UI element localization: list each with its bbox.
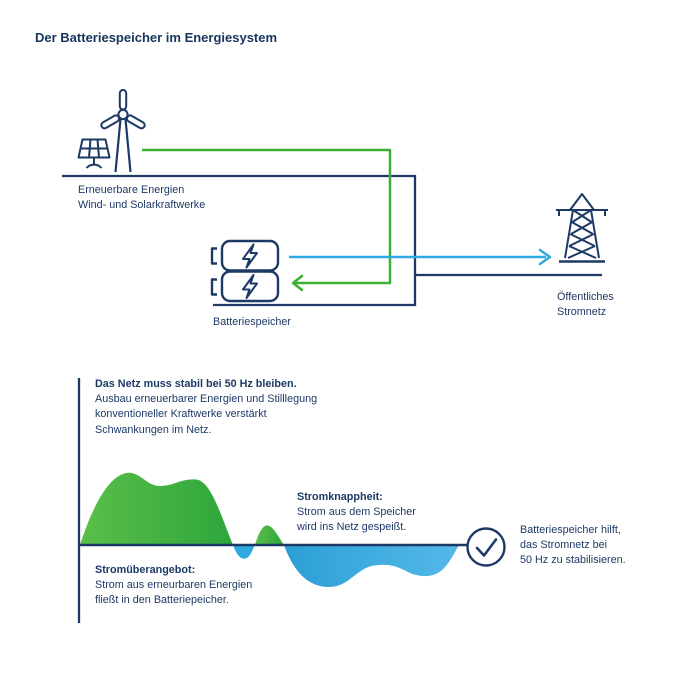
wave-green-bump-small [255, 525, 284, 545]
shortage-line2: wird ins Netz gespeißt. [297, 521, 407, 534]
page-title: Der Batteriespeicher im Energiesystem [35, 30, 278, 45]
blue-flow-arrow [289, 248, 552, 266]
stabilize-note: Batteriespeicher hilft, das Stromnetz be… [520, 523, 626, 569]
wind-turbine-icon [100, 89, 146, 173]
stability-note-line1: Ausbau erneuerbarer Energien und Stillle… [95, 393, 318, 406]
stabilize-line1: Batteriespeicher hilft, [520, 524, 621, 536]
shortage-note: Stromknappheit: Strom aus dem Speicher w… [297, 490, 416, 536]
lightning-bolt-icon [242, 274, 258, 299]
renewables-label: Erneuerbare Energien Wind- und Solarkraf… [78, 183, 205, 213]
wave-green-area [80, 472, 233, 545]
stability-note-line3: Schwankungen im Netz. [95, 423, 212, 436]
renewables-label-line2: Wind- und Solarkraftwerke [78, 199, 206, 212]
shortage-heading: Stromknappheit: [297, 491, 383, 503]
stability-note-heading: Das Netz muss stabil bei 50 Hz bleiben. [95, 378, 297, 390]
grid-label-line1: Öffentliches [557, 291, 614, 303]
circuit-frame-line [62, 174, 417, 307]
frequency-wave-chart [77, 378, 467, 623]
solar-panel-icon [77, 138, 111, 169]
stability-note-line2: konventioneller Kraftwerke verstärkt [95, 408, 267, 421]
grid-label: Öffentliches Stromnetz [557, 290, 614, 320]
battery-label: Batteriespeicher [213, 316, 292, 328]
oversupply-heading: Stromüberangebot: [95, 564, 196, 576]
battery-terminal-icon [210, 247, 217, 265]
green-flow-arrow [142, 148, 392, 292]
stabilize-line2: das Stromnetz bei [520, 539, 608, 552]
shortage-line1: Strom aus dem Speicher [297, 506, 416, 519]
oversupply-line2: fließt in den Batteriepeicher. [95, 594, 229, 607]
lightning-bolt-icon [242, 243, 258, 269]
renewables-label-line1: Erneuerbare Energien [78, 184, 185, 196]
wave-blue-area [284, 545, 459, 587]
checkmark-icon [466, 527, 506, 567]
battery-icon [210, 239, 280, 303]
oversupply-note: Stromüberangebot: Strom aus erneurbaren … [95, 563, 252, 609]
battery-terminal-icon [210, 278, 217, 296]
circuit-lines [62, 174, 602, 307]
stabilize-line3: 50 Hz zu stabilisieren. [520, 554, 626, 567]
stability-note: Das Netz muss stabil bei 50 Hz bleiben. … [95, 377, 317, 438]
oversupply-line1: Strom aus erneurbaren Energien [95, 579, 253, 592]
grid-label-line2: Stromnetz [557, 306, 607, 319]
wave-blue-dip-small [233, 545, 255, 559]
transmission-tower-icon [556, 193, 608, 263]
